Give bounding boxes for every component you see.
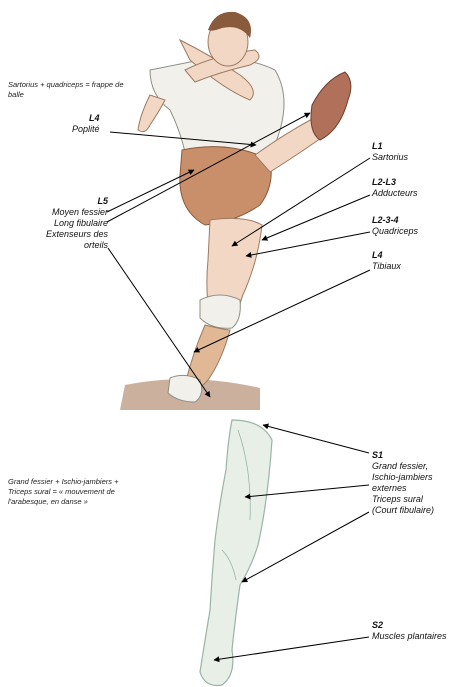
- label-s2: S2 Muscles plantaires: [372, 620, 447, 642]
- muscle-moyen-fessier: Moyen fessier: [24, 207, 108, 218]
- level-l4-tibiaux: L4: [372, 250, 401, 261]
- label-l5: L5 Moyen fessier Long fibulaire Extenseu…: [24, 196, 108, 251]
- label-l234: L2-3-4 Quadriceps: [372, 215, 418, 237]
- muscle-court-fibulaire: (Court fibulaire): [372, 505, 457, 516]
- label-l1: L1 Sartorius: [372, 141, 408, 163]
- level-s1: S1: [372, 450, 457, 461]
- label-l4-tibiaux: L4 Tibiaux: [372, 250, 401, 272]
- muscle-long-fibulaire: Long fibulaire: [24, 218, 108, 229]
- label-s1: S1 Grand fessier, Ischio-jambiers extern…: [372, 450, 457, 516]
- level-l234: L2-3-4: [372, 215, 418, 226]
- muscle-adducteurs: Adducteurs: [372, 188, 418, 198]
- muscle-triceps-sural: Triceps sural: [372, 494, 457, 505]
- label-l4-poplite: L4 Poplité: [72, 113, 100, 135]
- level-l1: L1: [372, 141, 408, 152]
- level-l2l3: L2-L3: [372, 177, 418, 188]
- level-s2: S2: [372, 620, 447, 631]
- muscle-quadriceps: Quadriceps: [372, 226, 418, 236]
- note-top: Sartorius + quadriceps = frappe de balle: [8, 80, 138, 100]
- muscle-plantaires: Muscles plantaires: [372, 631, 447, 641]
- level-l5: L5: [24, 196, 108, 207]
- label-l2l3: L2-L3 Adducteurs: [372, 177, 418, 199]
- back-leg-figure: [200, 420, 272, 685]
- kicker-figure: [120, 12, 351, 410]
- level-l4-poplite: L4: [72, 113, 100, 124]
- muscle-sartorius: Sartorius: [372, 152, 408, 162]
- muscle-externes: externes: [372, 483, 457, 494]
- muscle-grand-fessier: Grand fessier,: [372, 461, 457, 472]
- muscle-ischio-jambiers: Ischio-jambiers: [372, 472, 457, 483]
- note-bottom: Grand fessier + Ischio-jambiers + Tricep…: [8, 477, 123, 507]
- muscle-extenseurs-1: Extenseurs des: [24, 229, 108, 240]
- muscle-tibiaux: Tibiaux: [372, 261, 401, 271]
- muscle-poplite: Poplité: [72, 124, 100, 134]
- muscle-extenseurs-2: orteils: [24, 240, 108, 251]
